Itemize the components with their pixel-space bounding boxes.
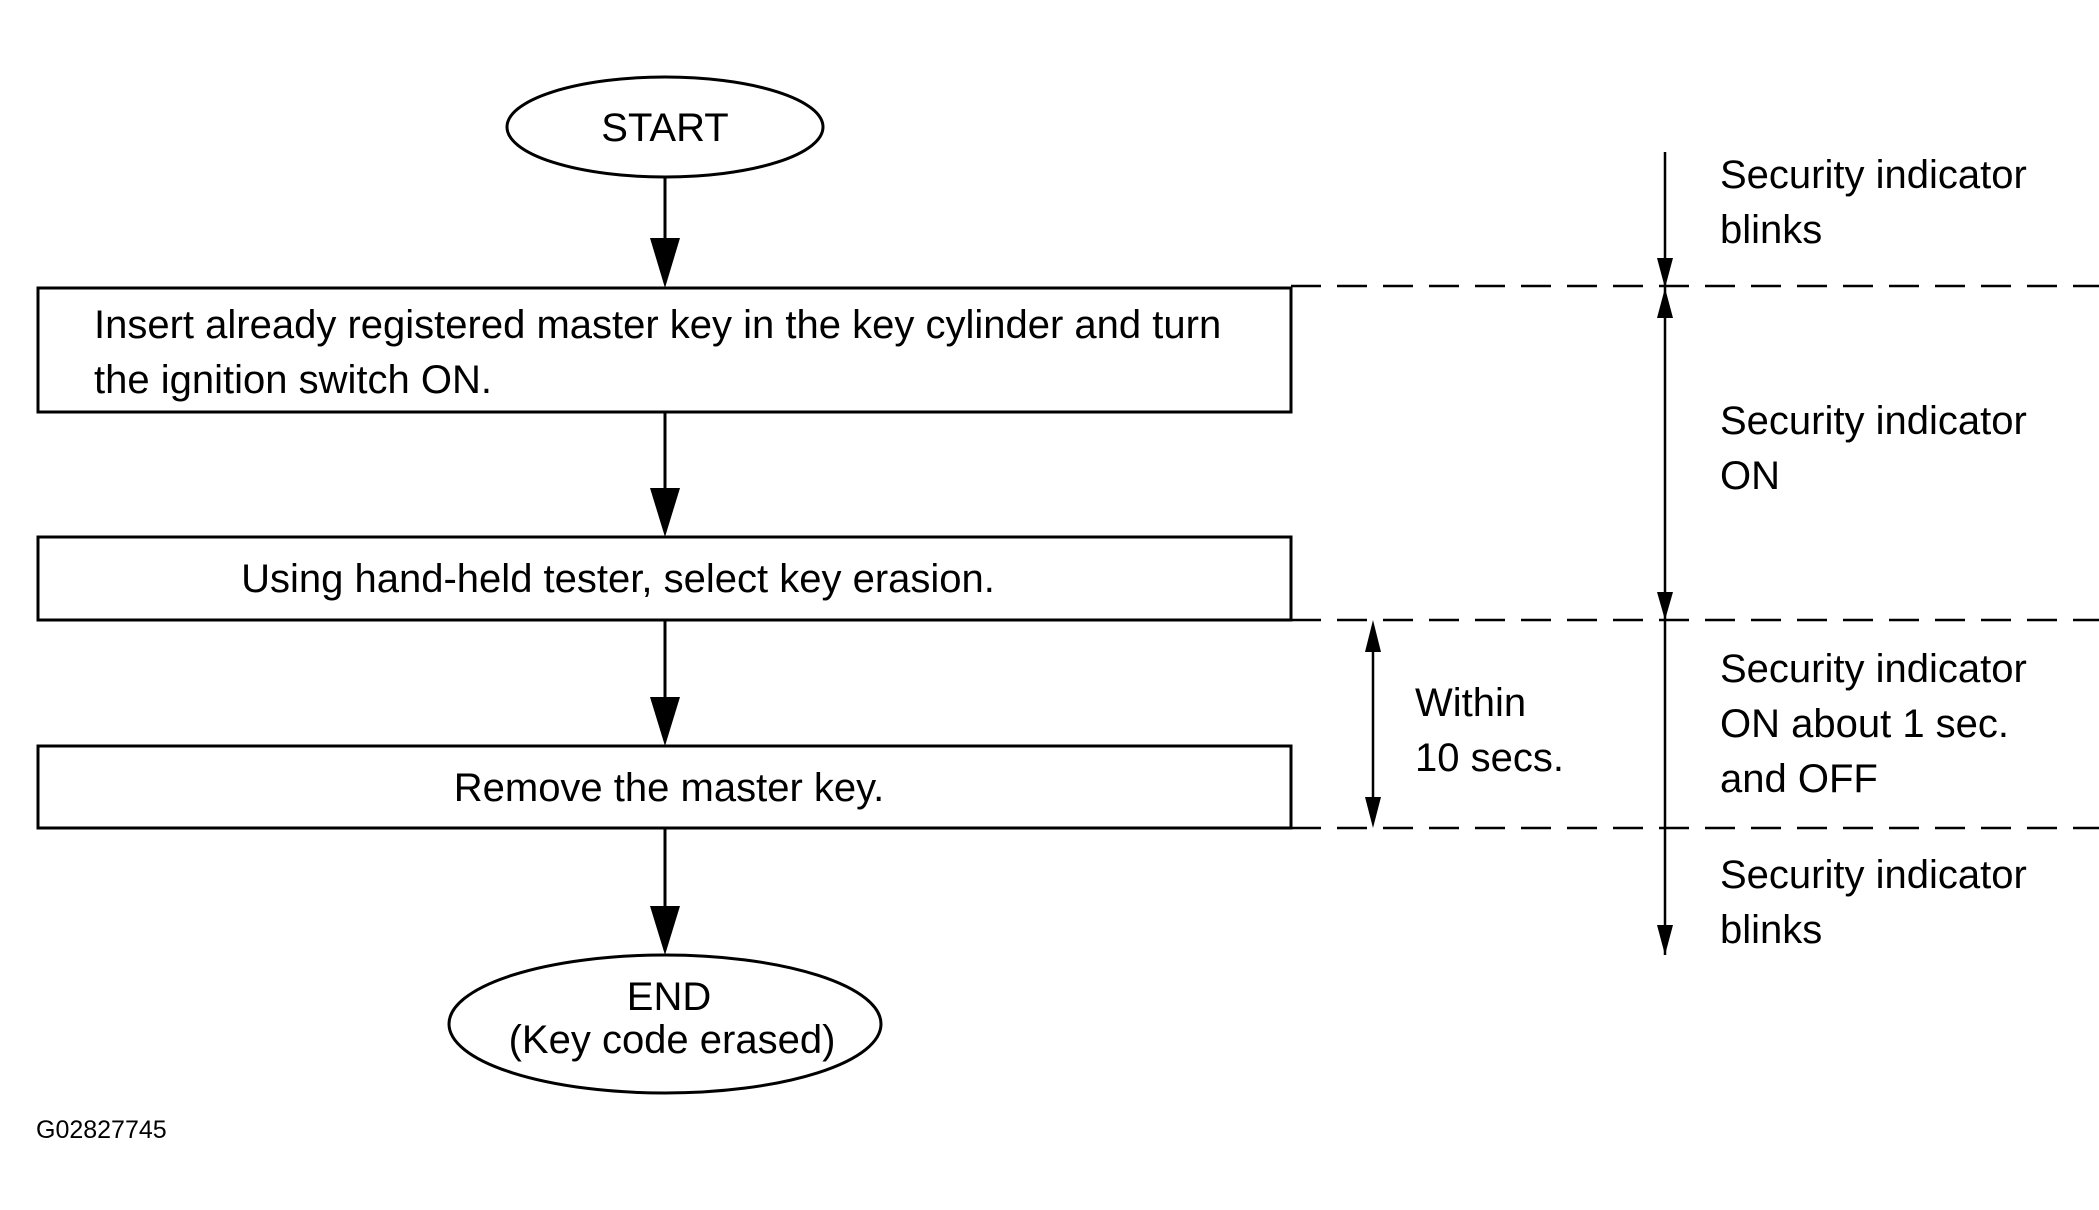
time-window-arrow: Within 10 secs. — [1365, 620, 1564, 828]
indicator-state-3-line1: Security indicator — [1720, 647, 2027, 691]
start-terminal: START — [505, 75, 825, 179]
indicator-state-blinks-initial: Security indicator blinks — [1720, 153, 2027, 252]
connector-step2-to-step3 — [650, 620, 680, 746]
indicator-state-1-line2: blinks — [1720, 208, 1822, 252]
start-label: START — [601, 106, 728, 150]
step-remove-key: Remove the master key. — [36, 744, 1293, 830]
indicator-state-2-line2: ON — [1720, 454, 1780, 498]
end-label: END — [627, 975, 711, 1019]
step-insert-key-line2: the ignition switch ON. — [94, 358, 492, 402]
indicator-state-2-line1: Security indicator — [1720, 399, 2027, 443]
step-insert-key: Insert already registered master key in … — [36, 286, 1293, 414]
step-insert-key-line1: Insert already registered master key in … — [94, 303, 1221, 347]
indicator-state-on-then-off: Security indicator ON about 1 sec. and O… — [1720, 647, 2027, 801]
timeline-arrowhead-down-3 — [1657, 925, 1673, 955]
step-remove-key-text: Remove the master key. — [454, 766, 885, 810]
timeline-arrowhead-up-1 — [1657, 288, 1673, 318]
connector-step3-to-end — [650, 828, 680, 955]
indicator-timeline — [1657, 152, 1673, 955]
time-window-line1: Within — [1415, 681, 1526, 725]
indicator-state-4-line1: Security indicator — [1720, 853, 2027, 897]
timeline-arrowhead-down-1 — [1657, 258, 1673, 288]
indicator-state-3-line2: ON about 1 sec. — [1720, 702, 2009, 746]
connector-start-to-step1 — [650, 177, 680, 288]
step-select-erasion: Using hand-held tester, select key erasi… — [36, 535, 1293, 622]
indicator-state-on: Security indicator ON — [1720, 399, 2027, 498]
step-select-erasion-text: Using hand-held tester, select key erasi… — [241, 557, 995, 601]
indicator-state-4-line2: blinks — [1720, 908, 1822, 952]
timeline-arrowhead-down-2 — [1657, 592, 1673, 620]
figure-code: G02827745 — [36, 1116, 167, 1144]
indicator-state-1-line1: Security indicator — [1720, 153, 2027, 197]
state-boundaries — [1291, 284, 2099, 830]
end-terminal: END (Key code erased) — [447, 953, 883, 1095]
indicator-state-3-line3: and OFF — [1720, 757, 1878, 801]
time-window-line2: 10 secs. — [1415, 736, 1564, 780]
connector-step1-to-step2 — [650, 412, 680, 537]
end-sublabel: (Key code erased) — [509, 1018, 836, 1062]
indicator-state-blinks-final: Security indicator blinks — [1720, 853, 2027, 952]
